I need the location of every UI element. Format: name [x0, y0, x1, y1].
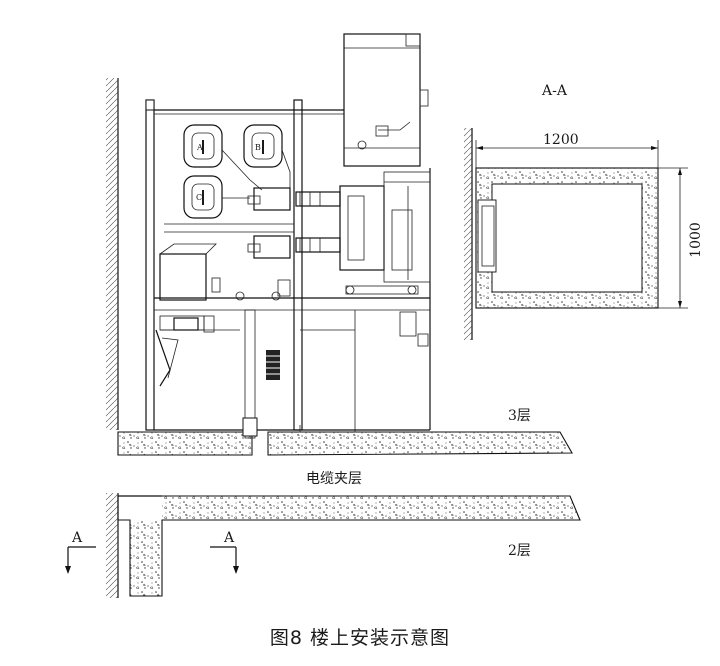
cable-riser [242, 309, 258, 439]
floor-opening-plan [464, 128, 688, 340]
cable-interlayer-label: 电缆夹层 [306, 471, 362, 487]
floor-slab-2 [117, 495, 581, 597]
section-marker-left [65, 546, 96, 574]
floor-slab-3 [117, 431, 573, 456]
dimension-width: 1200 [543, 132, 579, 148]
svg-text:B: B [255, 143, 261, 152]
figure-caption: 图8 楼上安装示意图 [270, 627, 450, 649]
floor-label-3: 3层 [508, 408, 531, 424]
door-handle [399, 311, 429, 347]
section-mark-left-label: A [71, 530, 83, 546]
svg-text:A: A [196, 143, 203, 152]
section-marker-right [210, 546, 239, 574]
busbar-b: B [243, 124, 283, 168]
left-wall [106, 78, 119, 598]
switchgear-cabinet: A B C [145, 33, 431, 439]
lower-mechanism [155, 315, 215, 387]
busbar-a: A [183, 124, 223, 168]
busbar-c: C [183, 175, 223, 219]
svg-text:C: C [196, 193, 202, 202]
section-label: A-A [541, 83, 568, 99]
floor-label-2: 2层 [508, 543, 531, 559]
dimension-height: 1000 [688, 222, 704, 258]
terminal-block [266, 350, 280, 380]
circuit-breaker [247, 171, 431, 295]
section-mark-right-label: A [223, 530, 235, 546]
voltage-transformer [159, 243, 291, 301]
